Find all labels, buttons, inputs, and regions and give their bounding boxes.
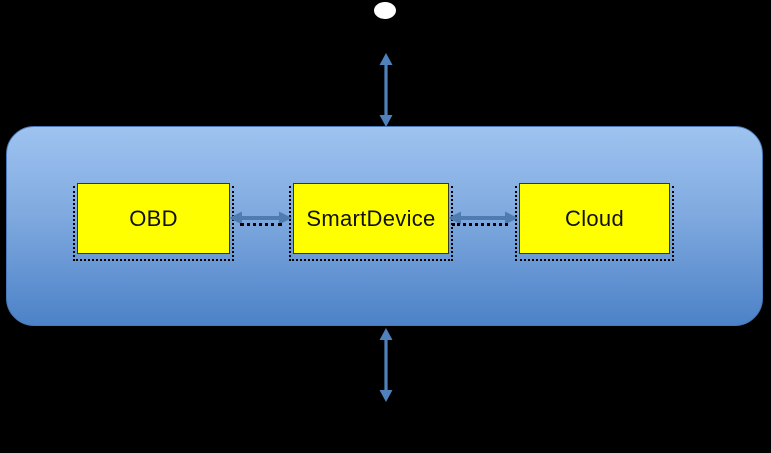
double-arrow-horizontal-icon <box>448 211 518 225</box>
smartdevice-cloud-arrow-shadow <box>452 223 508 226</box>
node-smartdevice-label: SmartDevice <box>306 205 436 231</box>
double-arrow-vertical-icon <box>379 328 393 402</box>
obd-smartdevice-arrow-shadow <box>240 223 282 226</box>
double-arrow-vertical-icon <box>379 53 393 127</box>
double-arrow-horizontal-icon <box>229 211 292 225</box>
smartdevice-cloud-arrow <box>448 210 518 226</box>
node-cloud-label: Cloud <box>565 205 624 231</box>
node-cloud: Cloud <box>515 183 674 261</box>
white-ellipse <box>374 2 396 19</box>
node-smartdevice: SmartDevice <box>289 183 453 261</box>
node-obd-label: OBD <box>129 205 178 231</box>
obd-smartdevice-arrow <box>229 210 292 226</box>
panel-top-link-arrow <box>378 53 394 127</box>
panel-bottom-link-arrow <box>378 328 394 402</box>
node-obd: OBD <box>73 183 234 261</box>
